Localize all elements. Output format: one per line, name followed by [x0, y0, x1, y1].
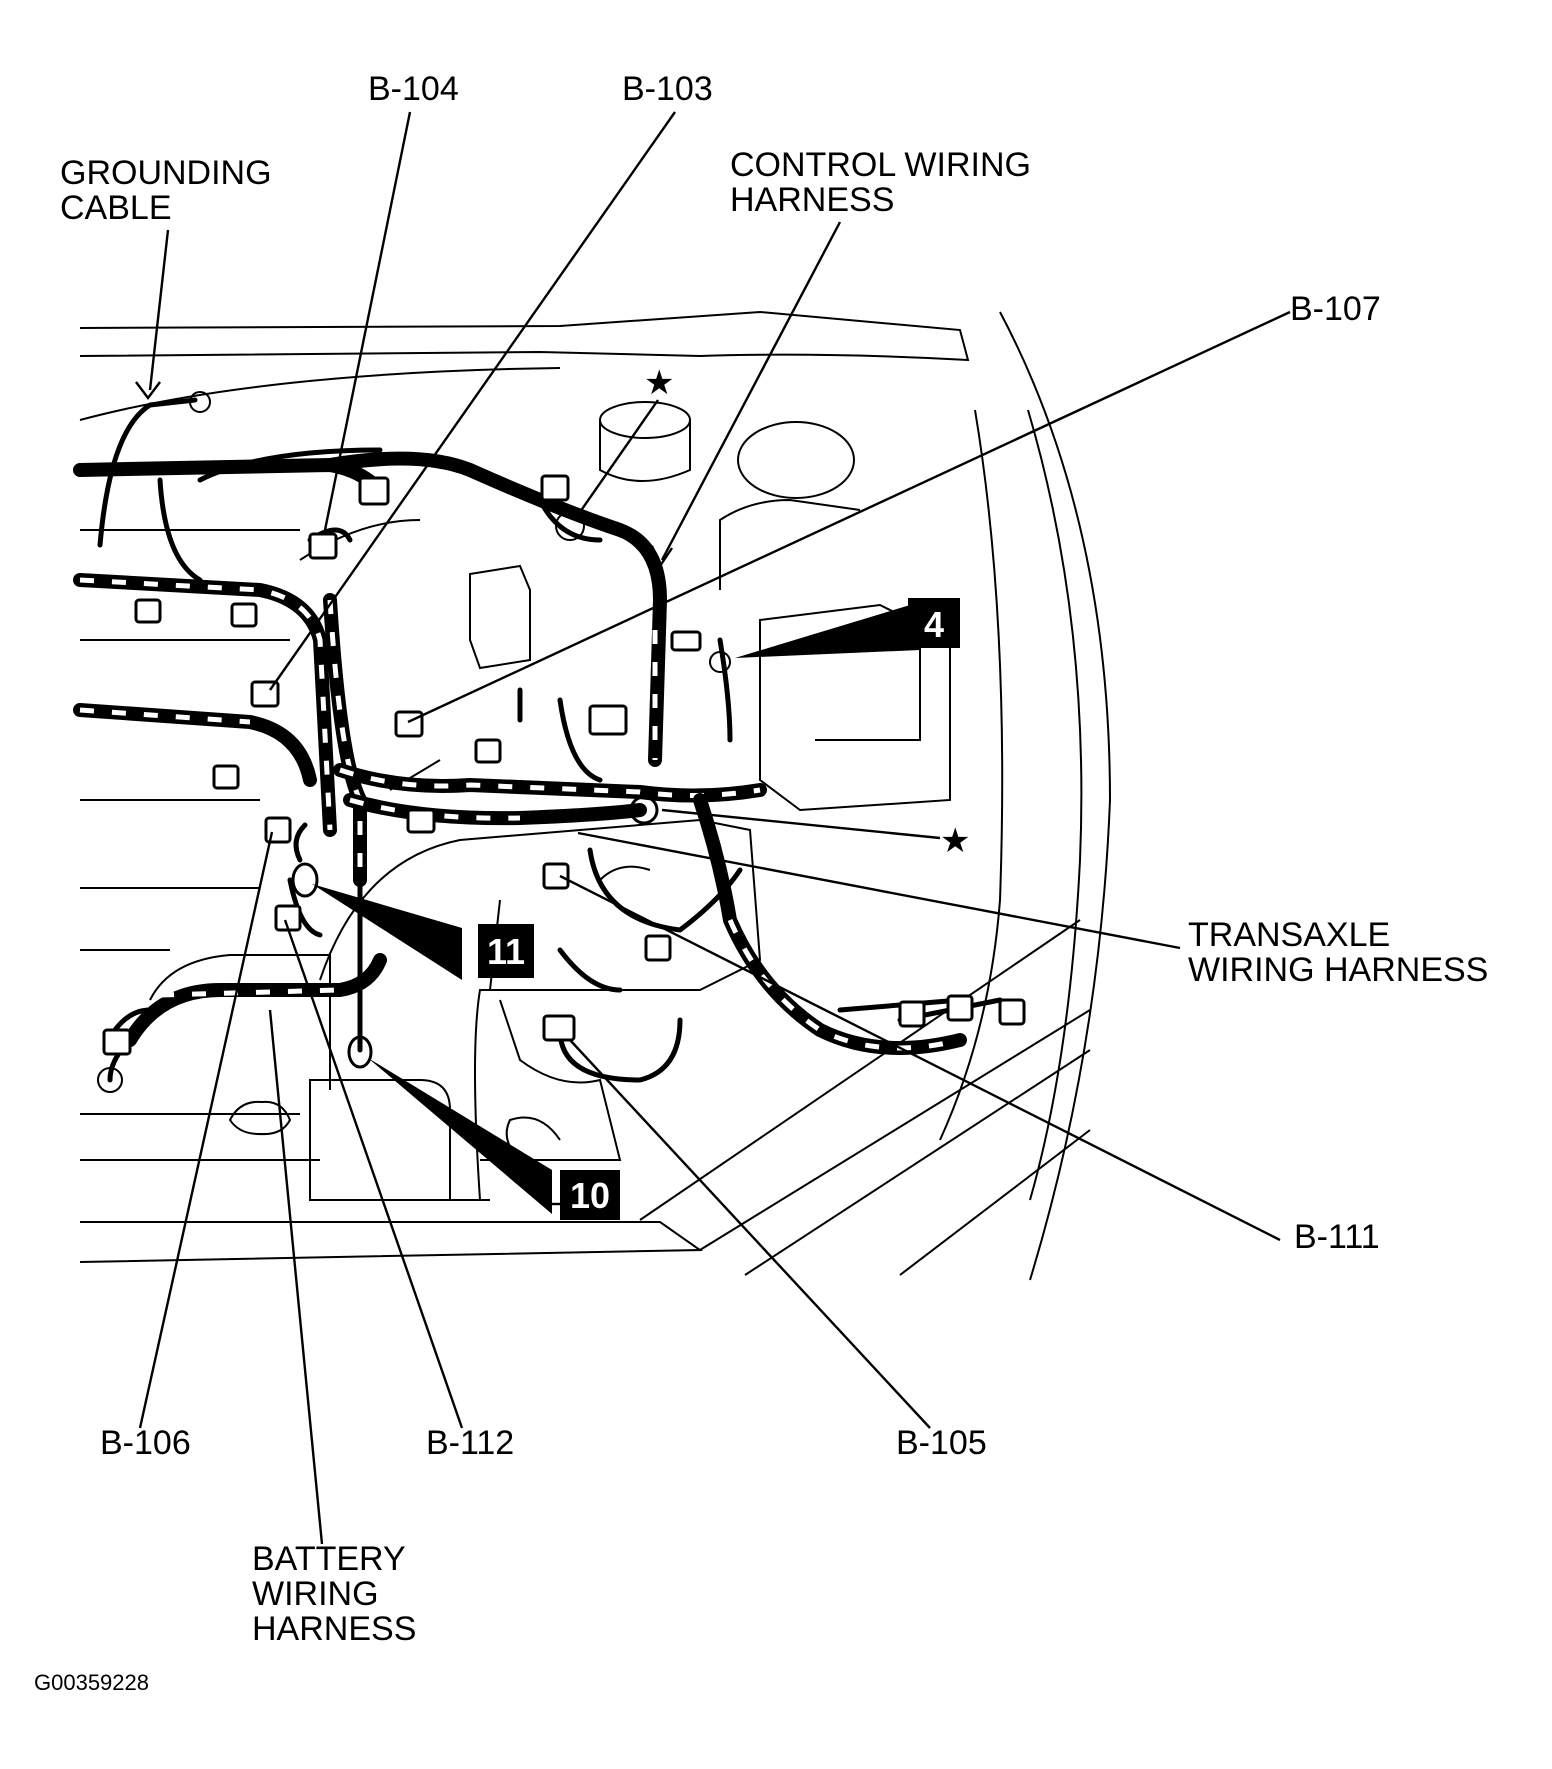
label-b106: B-106	[100, 1424, 191, 1462]
callout-box-11: 11	[478, 924, 534, 978]
star-icon-top: ★	[644, 364, 674, 402]
label-transaxle-wiring-harness: TRANSAXLE WIRING HARNESS	[1188, 916, 1488, 989]
control-harness-line2: HARNESS	[730, 181, 894, 219]
callout-4-text: 4	[924, 604, 944, 645]
leader-lines	[135, 111, 1291, 1545]
label-b104: B-104	[368, 70, 459, 108]
label-battery-wiring-harness: BATTERY WIRING HARNESS	[252, 1540, 416, 1648]
label-b107: B-107	[1290, 290, 1381, 328]
star-icon-right: ★	[940, 822, 970, 860]
grounding-cable-line1: GROUNDING	[60, 154, 272, 192]
callout-box-10: 10	[560, 1170, 620, 1220]
figure-id: G00359228	[34, 1670, 149, 1695]
label-b112: B-112	[426, 1424, 514, 1462]
battery-line3: HARNESS	[252, 1610, 416, 1648]
engine-compartment-outline	[79, 310, 1112, 1281]
callout-11-text: 11	[487, 931, 525, 972]
label-b103: B-103	[622, 70, 713, 108]
label-grounding-cable: GROUNDING CABLE	[60, 154, 281, 227]
transaxle-line2: WIRING HARNESS	[1188, 951, 1488, 989]
control-harness-line1: CONTROL WIRING	[730, 146, 1031, 184]
callout-box-4: 4	[908, 598, 960, 648]
transaxle-line1: TRANSAXLE	[1188, 916, 1390, 954]
labels: B-104 B-103 GROUNDING CABLE CONTROL WIRI…	[34, 70, 1488, 1695]
battery-line2: WIRING	[252, 1575, 379, 1613]
grounding-cable-line2: CABLE	[60, 189, 172, 227]
connectors	[97, 391, 1026, 1093]
wiring-harnesses	[73, 397, 1003, 1083]
star-markers: ★ ★	[644, 364, 970, 860]
callout-10-text: 10	[570, 1175, 610, 1216]
label-b111: B-111	[1294, 1218, 1380, 1256]
label-control-wiring-harness: CONTROL WIRING HARNESS	[730, 146, 1040, 219]
battery-line1: BATTERY	[252, 1540, 405, 1578]
label-b105: B-105	[896, 1424, 987, 1462]
